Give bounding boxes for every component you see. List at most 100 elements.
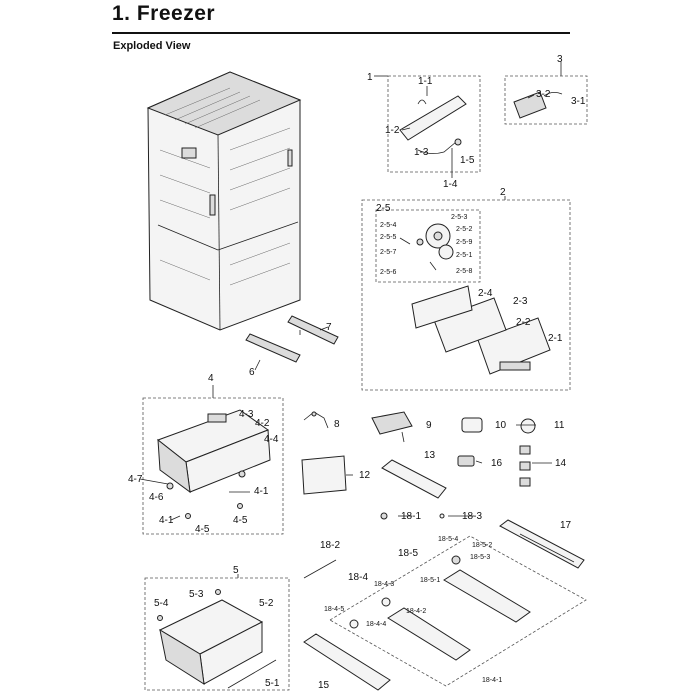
label-18-4: 18-4 — [348, 572, 368, 583]
label-2: 2 — [500, 187, 506, 198]
group-5-box — [144, 577, 290, 691]
label-18-4-5: 18-4-5 — [324, 606, 344, 613]
label-5-2: 5-2 — [259, 598, 274, 609]
label-4: 4 — [208, 373, 214, 384]
label-3: 3 — [557, 54, 563, 65]
label-18-5-2: 18-5-2 — [472, 542, 492, 549]
label-18-1: 18-1 — [401, 511, 421, 522]
part-3-1-sensor — [513, 91, 563, 119]
label-2-5-7: 2-5-7 — [380, 249, 396, 256]
label-4-1-right: 4-1 — [254, 486, 269, 497]
part-13-cover — [381, 459, 447, 499]
label-6: 6 — [249, 367, 255, 378]
part-16-valve — [457, 455, 475, 467]
part-1-2-heater — [399, 95, 467, 154]
group-18-box — [329, 535, 587, 687]
part-14-clips — [519, 445, 531, 487]
label-3-1: 3-1 — [571, 96, 586, 107]
label-5-3: 5-3 — [189, 589, 204, 600]
label-4-6: 4-6 — [149, 492, 164, 503]
label-8: 8 — [334, 419, 340, 430]
label-4-5-left: 4-5 — [195, 524, 210, 535]
label-2-5-2: 2-5-2 — [456, 226, 472, 233]
label-18-3: 18-3 — [462, 511, 482, 522]
label-11: 11 — [554, 420, 565, 431]
label-2-5-6: 2-5-6 — [380, 269, 396, 276]
label-1-2: 1-2 — [385, 125, 400, 136]
label-4-1-left: 4-1 — [159, 515, 174, 526]
label-2-5-1: 2-5-1 — [456, 252, 472, 259]
label-18-4-4: 18-4-4 — [366, 621, 386, 628]
label-1-4: 1-4 — [443, 179, 458, 190]
page-title: 1. Freezer — [112, 2, 216, 25]
label-2-5-4: 2-5-4 — [380, 222, 396, 229]
label-1-5: 1-5 — [460, 155, 475, 166]
label-3-2: 3-2 — [536, 89, 551, 100]
label-2-5-8: 2-5-8 — [456, 268, 472, 275]
label-4-2: 4-2 — [255, 418, 270, 429]
label-4-7: 4-7 — [128, 474, 143, 485]
part-18-5-slide-rail — [443, 555, 531, 623]
label-18-5-3: 18-5-3 — [470, 554, 490, 561]
group-4-box — [142, 397, 284, 535]
label-18-4-2: 18-4-2 — [406, 608, 426, 615]
label-4-4: 4-4 — [264, 434, 279, 445]
label-1-1: 1-1 — [418, 76, 433, 87]
part-12-basket — [301, 455, 347, 495]
label-2-5-3: 2-5-3 — [451, 214, 467, 221]
part-18-2-wire — [303, 559, 337, 579]
part-2-1-evaporator-cover — [411, 285, 551, 375]
label-15: 15 — [318, 680, 330, 691]
title-divider — [112, 32, 570, 34]
label-2-5-5: 2-5-5 — [380, 234, 396, 241]
label-18-4-3: 18-4-3 — [374, 581, 394, 588]
label-4-5-right: 4-5 — [233, 515, 248, 526]
label-2-4: 2-4 — [478, 288, 493, 299]
part-11-cap — [520, 418, 536, 434]
group-2-5-box — [375, 209, 481, 283]
part-2-5-fan-assembly — [399, 223, 454, 271]
label-17: 17 — [560, 520, 572, 531]
part-4-drawer-assembly — [156, 409, 271, 519]
label-5-4: 5-4 — [154, 598, 169, 609]
part-18-3-washer — [439, 513, 445, 519]
label-2-1: 2-1 — [548, 333, 563, 344]
label-7: 7 — [326, 322, 332, 333]
label-18-5: 18-5 — [398, 548, 418, 559]
label-18-2: 18-2 — [320, 540, 340, 551]
part-15-bracket — [303, 633, 391, 691]
group-2-box — [361, 199, 571, 391]
part-5-lower-drawer — [157, 589, 277, 689]
page-subtitle: Exploded View — [113, 40, 191, 52]
label-16: 16 — [491, 458, 503, 469]
label-18-5-1: 18-5-1 — [420, 577, 440, 584]
group-1-box — [387, 75, 481, 173]
part-17-rail — [499, 519, 585, 569]
part-18-4-slide-rail — [349, 597, 471, 661]
label-1-3: 1-3 — [414, 147, 429, 158]
part-6-rail — [245, 333, 301, 371]
label-12: 12 — [359, 470, 371, 481]
part-7-rail — [287, 315, 339, 345]
label-1: 1 — [367, 72, 373, 83]
freezer-cabinet — [146, 71, 302, 331]
label-5: 5 — [233, 565, 239, 576]
group-3-box — [504, 75, 588, 125]
label-13: 13 — [424, 450, 436, 461]
label-14: 14 — [555, 458, 567, 469]
label-5-1: 5-1 — [265, 678, 280, 689]
label-18-5-4: 18-5-4 — [438, 536, 458, 543]
label-2-5: 2-5 — [376, 203, 391, 214]
part-9-damper — [371, 411, 413, 443]
label-2-5-9: 2-5-9 — [456, 239, 472, 246]
label-4-3: 4-3 — [239, 409, 254, 420]
label-2-3: 2-3 — [513, 296, 528, 307]
part-18-1-screw — [380, 512, 388, 520]
label-9: 9 — [426, 420, 432, 431]
label-2-2: 2-2 — [516, 317, 531, 328]
label-10: 10 — [495, 420, 507, 431]
part-10-connector — [461, 417, 483, 433]
label-18-4-1: 18-4-1 — [482, 677, 502, 684]
part-8-bracket — [303, 411, 329, 429]
